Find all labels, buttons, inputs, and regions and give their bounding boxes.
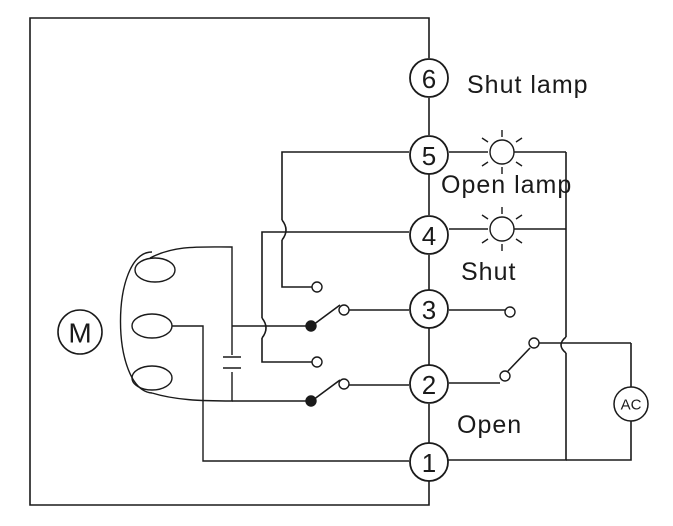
motor-coil-middle (131, 313, 173, 339)
open-limit-contact-open (311, 356, 323, 368)
motor-label: M (68, 318, 91, 349)
selector-blade (507, 347, 531, 372)
open-switch-blade (312, 379, 341, 401)
shut-lamp-label: Shut lamp (467, 71, 589, 99)
wire-terminal4-left (261, 231, 409, 318)
wire-terminal5-down (281, 240, 312, 288)
terminal-6-label: 6 (422, 64, 436, 94)
wire-terminal5-left (281, 151, 409, 220)
wire-crossover-5 (281, 219, 287, 241)
wire-motor-common (172, 325, 409, 462)
motor-winding-bottom-run (151, 372, 233, 402)
terminal-6: 6 (409, 58, 449, 98)
shut-switch-blade (312, 304, 341, 326)
terminal-2-label: 2 (422, 370, 436, 400)
terminal-3: 3 (409, 289, 449, 329)
terminal-3-label: 3 (422, 295, 436, 325)
terminal-5-label: 5 (422, 141, 436, 171)
motor-coil-bottom (131, 365, 173, 391)
selector-shut-contact (504, 306, 516, 318)
terminal-1-label: 1 (422, 448, 436, 478)
motor-symbol (57, 309, 103, 355)
wire-lamp-common-lower (429, 353, 567, 461)
open-label: Open (457, 411, 522, 439)
wire-terminal4-down (261, 338, 312, 363)
ac-source-label: AC (621, 397, 642, 414)
motor-winding-top-run (149, 246, 233, 355)
terminal-4-label: 4 (422, 221, 436, 251)
wire-lamp-common-crossover (560, 336, 567, 354)
selector-common-contact (528, 337, 540, 349)
open-lamp-label: Open lamp (441, 171, 572, 199)
shut-label: Shut (461, 258, 516, 286)
terminal-5: 5 (409, 135, 449, 175)
terminal-4: 4 (409, 215, 449, 255)
selector-open-contact (499, 370, 511, 382)
shut-limit-contact-open (311, 281, 323, 293)
wire-crossover-4 (261, 317, 267, 339)
shut-lamp-icon (481, 207, 523, 251)
shut-switch-pivot (305, 320, 317, 332)
shut-switch-fixed-contact (338, 304, 350, 316)
terminal-1: 1 (409, 442, 449, 482)
terminal-2: 2 (409, 364, 449, 404)
enclosure-wire (29, 17, 430, 506)
wire-ac-bottom (566, 421, 632, 461)
open-switch-fixed-contact (338, 378, 350, 390)
open-switch-pivot (305, 395, 317, 407)
motor-coil-top (134, 257, 176, 283)
